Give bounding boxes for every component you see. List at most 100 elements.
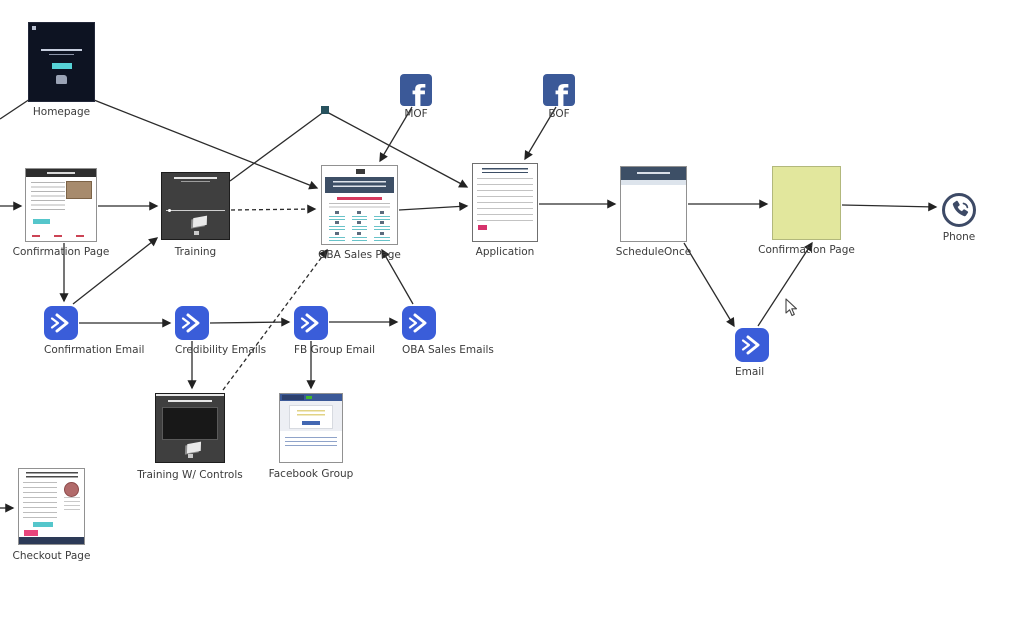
node-label: Checkout Page: [12, 550, 91, 562]
checkout-page-thumbnail: [18, 468, 85, 545]
node-label: Application: [475, 246, 535, 258]
mini-buy-button: [24, 530, 38, 536]
decor: [49, 54, 74, 55]
decor: [168, 400, 212, 402]
decor: [64, 497, 80, 513]
node-oba-sales-emails[interactable]: OBA Sales Emails: [402, 306, 494, 356]
node-label: BOF: [548, 108, 570, 120]
decor-video-player: [162, 407, 218, 440]
email-automation-icon: [44, 306, 78, 340]
node-homepage[interactable]: Homepage: [28, 22, 95, 118]
mini-submit-button: [478, 225, 487, 230]
node-label: Training W/ Controls: [137, 469, 243, 481]
decor: [621, 180, 686, 185]
node-training[interactable]: Training: [161, 172, 230, 258]
node-label: Facebook Group: [268, 468, 354, 480]
node-confirmation-email[interactable]: Confirmation Email: [44, 306, 144, 356]
email-automation-icon: [402, 306, 436, 340]
node-label: Confirmation Page: [758, 244, 855, 256]
decor: [174, 177, 217, 179]
decor: [156, 394, 224, 396]
email-automation-icon: [294, 306, 328, 340]
edge-credibility-emails-to-fb-group-email: [209, 317, 291, 327]
node-label: Phone: [942, 231, 976, 243]
node-bof[interactable]: f BOF: [543, 74, 575, 120]
highlight-box: [772, 166, 841, 240]
edge-oba-sales-page-to-application: [398, 201, 469, 211]
node-application[interactable]: Application: [472, 163, 538, 258]
facebook-letter: f: [411, 80, 425, 107]
node-label: Homepage: [32, 106, 91, 118]
node-label: Email: [735, 366, 765, 378]
mini-cta-button: [33, 522, 53, 527]
decor-form-fields: [477, 178, 533, 222]
mouse-cursor: [785, 298, 799, 321]
decor: [337, 197, 382, 200]
node-confirmation-page-2[interactable]: Confirmation Page: [758, 166, 855, 256]
thumbs-up-icon: [55, 75, 67, 84]
node-confirmation-page[interactable]: Confirmation Page: [13, 168, 109, 258]
application-thumbnail: [472, 163, 538, 242]
node-scheduleonce[interactable]: ScheduleOnce: [616, 166, 691, 258]
node-fb-group-email[interactable]: FB Group Email: [294, 306, 375, 356]
node-credibility-emails[interactable]: Credibility Emails: [175, 306, 266, 356]
scheduleonce-thumbnail: [620, 166, 687, 242]
edge-homepage-to-offscreen: [0, 98, 31, 120]
decor: [32, 26, 36, 30]
decor: [32, 235, 90, 237]
node-label: MOF: [404, 108, 428, 120]
email-automation-icon: [735, 328, 769, 362]
decor: [355, 169, 365, 174]
decor-footer: [19, 537, 84, 544]
node-email[interactable]: Email: [735, 328, 769, 378]
decor: [26, 169, 96, 177]
decor: [328, 203, 391, 208]
mini-cta-button: [33, 219, 50, 224]
node-mof[interactable]: f MOF: [400, 74, 432, 120]
decor: [284, 437, 338, 449]
node-label: ScheduleOnce: [615, 246, 692, 258]
decor: [188, 454, 193, 458]
facebook-letter: f: [554, 80, 568, 107]
email-automation-icon: [175, 306, 209, 340]
training-w-controls-thumbnail: [155, 393, 225, 463]
node-label: OBA Sales Page: [318, 249, 401, 261]
confirmation-page-thumbnail: [25, 168, 97, 242]
node-facebook-group[interactable]: Facebook Group: [269, 393, 353, 480]
decor-header: [621, 167, 686, 180]
node-oba-sales-page[interactable]: OBA Sales Page: [318, 165, 401, 261]
node-label: OBA Sales Emails: [402, 344, 494, 356]
decor: [166, 209, 225, 212]
decor: [288, 405, 334, 429]
decor: [186, 441, 202, 454]
decor: [25, 472, 78, 478]
decor-photo: [66, 181, 92, 199]
node-training-w-controls[interactable]: Training W/ Controls: [137, 393, 243, 481]
node-checkout-page[interactable]: Checkout Page: [13, 468, 90, 562]
decor-form-fields: [23, 482, 57, 520]
oba-sales-page-thumbnail: [321, 165, 398, 245]
edge-training-to-waypoint: [229, 110, 326, 182]
connector-waypoint-handle[interactable]: [321, 106, 329, 114]
facebook-group-thumbnail: [279, 393, 343, 463]
decor: [31, 182, 65, 210]
decor: [192, 215, 207, 228]
decor: [481, 168, 529, 173]
node-label: Confirmation Page: [12, 246, 110, 258]
edge-scheduleonce-to-email: [683, 242, 735, 328]
phone-icon: [941, 192, 977, 228]
decor: [180, 181, 211, 182]
node-label: FB Group Email: [294, 344, 376, 356]
decor-photo: [64, 482, 79, 497]
decor-hero: [325, 177, 394, 193]
node-label: Training: [174, 246, 217, 258]
edge-confirmation-page-2-to-phone: [841, 202, 938, 212]
homepage-thumbnail: [28, 22, 95, 102]
decor-facebook-bar: [280, 394, 342, 401]
mini-cta-button: [51, 63, 72, 69]
node-label: Credibility Emails: [175, 344, 267, 356]
training-thumbnail: [161, 172, 230, 240]
decor-feature-grid: [327, 211, 392, 242]
node-phone[interactable]: Phone: [941, 192, 977, 243]
